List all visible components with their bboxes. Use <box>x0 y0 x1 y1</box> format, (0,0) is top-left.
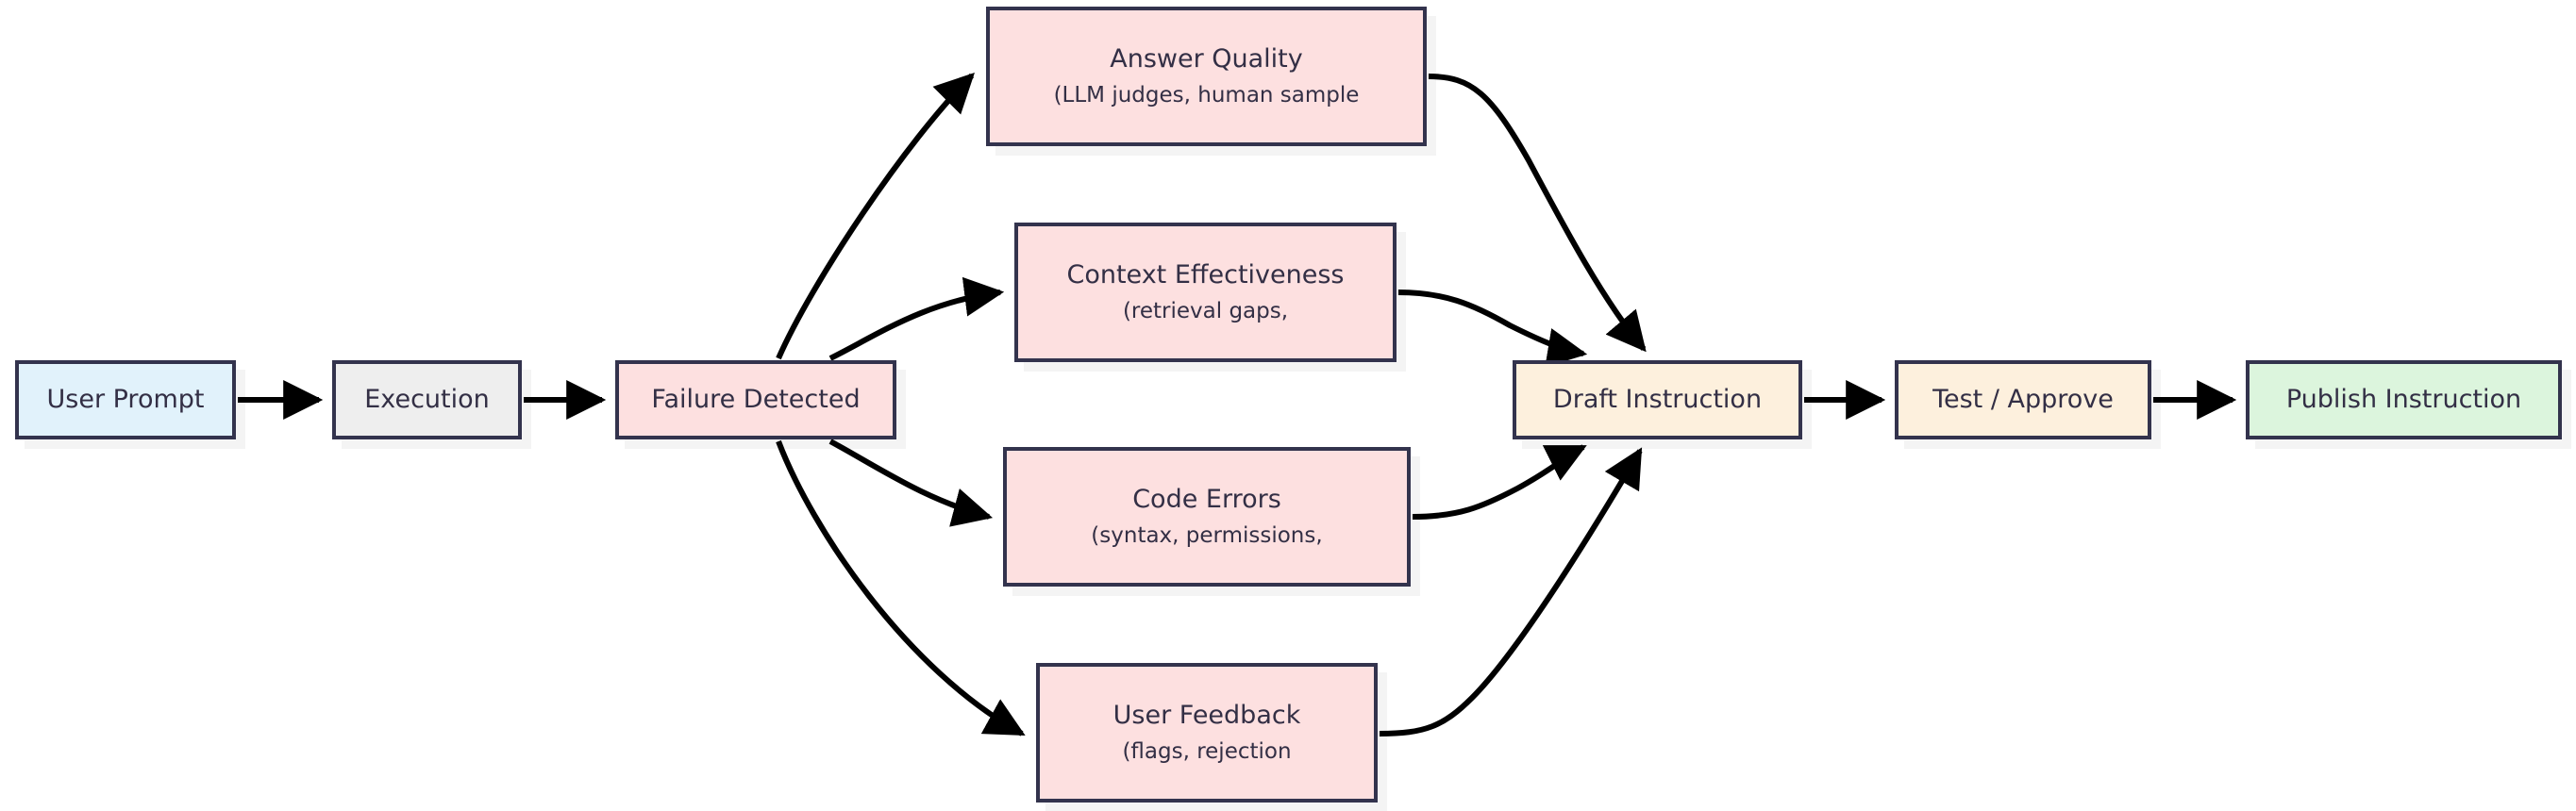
edge-failure-detected-to-user-feedback <box>776 439 1026 737</box>
node-draft-instruction[interactable]: Draft Instruction <box>1513 360 1802 439</box>
node-subtitle: (LLM judges, human sample <box>1053 83 1360 108</box>
edge-answer-quality-to-draft-instruction <box>1428 74 1647 353</box>
edge-user-feedback-to-draft-instruction <box>1379 447 1643 737</box>
node-failure-detected[interactable]: Failure Detected <box>615 360 896 439</box>
node-title: Failure Detected <box>651 385 861 415</box>
node-title: Publish Instruction <box>2285 385 2522 415</box>
node-title: Code Errors <box>1132 485 1281 515</box>
edge-context-effectiveness-to-draft-instruction <box>1397 290 1588 368</box>
node-user-prompt[interactable]: User Prompt <box>15 360 236 439</box>
node-title: Execution <box>364 385 490 415</box>
node-title: Context Effectiveness <box>1066 260 1345 290</box>
node-answer-quality[interactable]: Answer Quality (LLM judges, human sample <box>986 7 1427 146</box>
node-subtitle: (flags, rejection <box>1122 739 1292 765</box>
node-title: Draft Instruction <box>1552 385 1763 415</box>
edge-failure-detected-to-code-errors <box>828 439 994 527</box>
node-test-approve[interactable]: Test / Approve <box>1895 360 2151 439</box>
edge-failure-detected-to-answer-quality <box>776 73 975 360</box>
node-subtitle: (syntax, permissions, <box>1091 523 1323 549</box>
edge-failure-detected-to-context-effectiveness <box>828 276 1005 361</box>
node-title: Answer Quality <box>1110 44 1303 74</box>
node-execution[interactable]: Execution <box>332 360 522 439</box>
node-user-feedback[interactable]: User Feedback (flags, rejection <box>1036 663 1378 803</box>
node-publish-instruction[interactable]: Publish Instruction <box>2246 360 2562 439</box>
edge-code-errors-to-draft-instruction <box>1412 444 1587 520</box>
node-title: Test / Approve <box>1932 385 2114 415</box>
node-title: User Feedback <box>1112 701 1301 731</box>
node-code-errors[interactable]: Code Errors (syntax, permissions, <box>1003 447 1411 587</box>
node-title: User Prompt <box>46 385 205 415</box>
node-subtitle: (retrieval gaps, <box>1122 299 1289 324</box>
node-context-effectiveness[interactable]: Context Effectiveness (retrieval gaps, <box>1014 223 1397 362</box>
